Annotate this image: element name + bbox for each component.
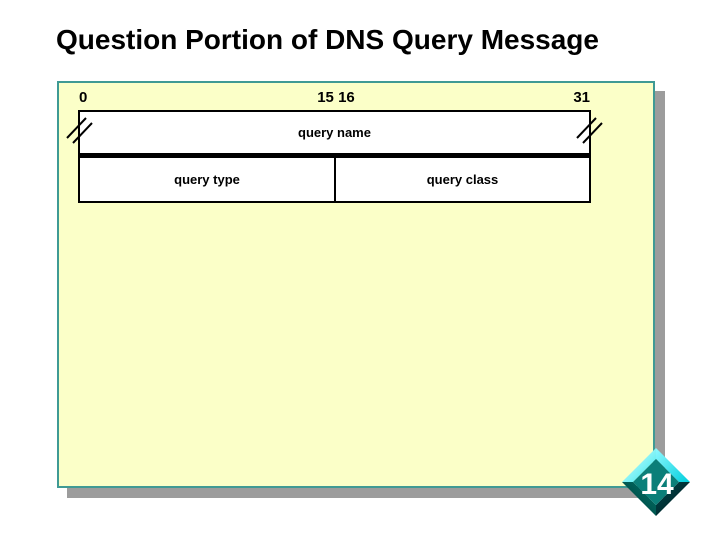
field-query-name-label: query name	[298, 125, 371, 140]
diamond-icon	[622, 448, 690, 516]
bit-label-start: 0	[79, 89, 88, 106]
field-query-class-label: query class	[426, 172, 499, 187]
slide-title: Question Portion of DNS Query Message	[56, 24, 599, 55]
field-query-name: query name	[78, 110, 591, 156]
field-query-class: query class	[336, 158, 589, 201]
page-number-badge: 14	[618, 444, 696, 522]
bit-label-middle: 15 16	[317, 89, 355, 106]
field-query-type-label: query type	[174, 172, 240, 187]
field-query-type: query type	[80, 158, 336, 201]
bit-label-end: 31	[573, 89, 590, 106]
page-number: 14	[640, 467, 674, 501]
field-row-type-class: query type query class	[78, 156, 591, 203]
